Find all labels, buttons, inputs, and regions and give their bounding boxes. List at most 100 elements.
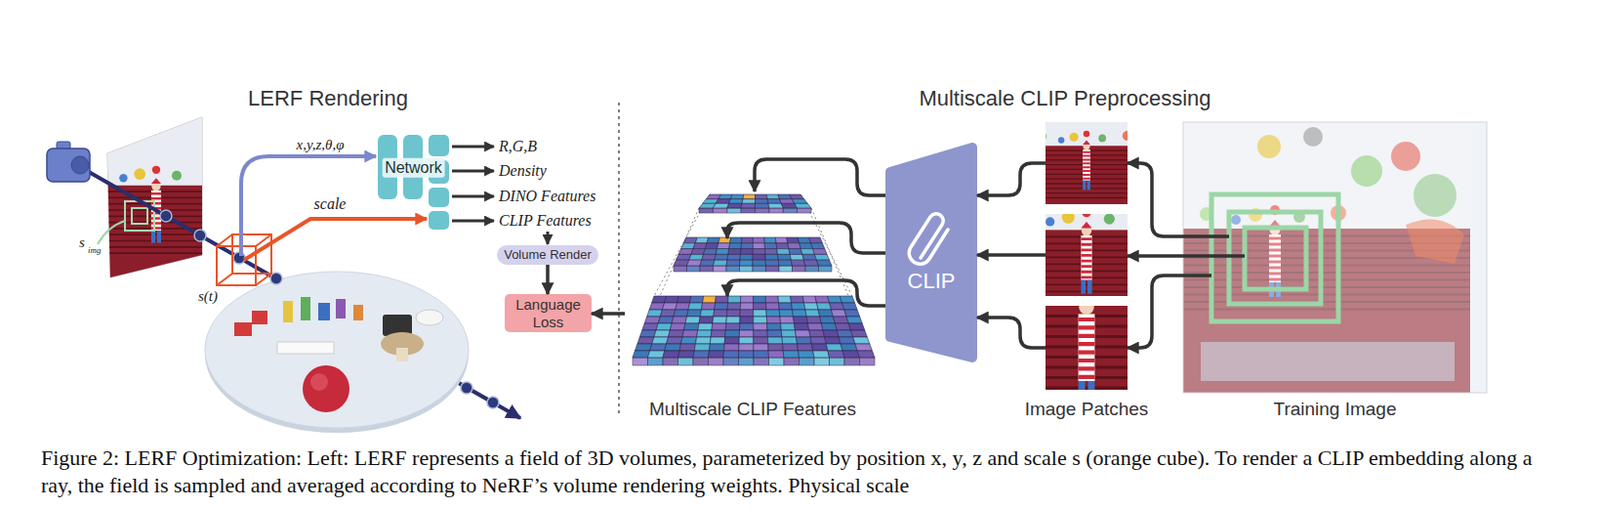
illustration (1183, 122, 1487, 393)
feature-grid (824, 336, 842, 344)
feature-grid (718, 194, 733, 200)
feature-grid (742, 194, 756, 200)
feature-grid (647, 309, 663, 317)
volume-render-pill: Volume Render (496, 245, 599, 265)
feature-grid (715, 199, 731, 205)
feature-grid (723, 350, 739, 358)
feature-grid (752, 253, 766, 260)
illustration (353, 304, 364, 321)
illustration (1211, 194, 1339, 322)
feature-grid (782, 350, 799, 358)
feature-grid (829, 357, 846, 366)
illustration (617, 102, 620, 413)
illustration (318, 302, 330, 321)
feature-grid (688, 302, 703, 310)
feature-grid (684, 323, 700, 330)
feature-grid (753, 295, 767, 303)
feature-grid (780, 323, 796, 330)
feature-grid (791, 199, 808, 205)
feature-grid (765, 253, 779, 260)
feature-grid (652, 336, 669, 344)
feature-grid (753, 357, 770, 366)
feature-grid (805, 265, 820, 272)
feature-grid (787, 243, 801, 249)
feature-grid (694, 343, 710, 351)
feature-grid (817, 302, 832, 310)
illustration (1413, 173, 1457, 217)
feature-grid (753, 343, 769, 351)
label-text: s (79, 234, 85, 251)
feature-grid (753, 316, 768, 324)
illustration (1183, 122, 1487, 393)
feature-grid (820, 316, 836, 324)
illustration (1303, 126, 1323, 147)
feature-grid (779, 316, 795, 324)
illustration (46, 148, 90, 182)
feature-grid (820, 323, 837, 330)
feature-grid (767, 199, 781, 205)
feature-grid (695, 336, 711, 344)
feature-grid (752, 248, 766, 255)
feature-grid (697, 329, 712, 337)
feature-grid (675, 302, 691, 310)
feature-grid (752, 243, 765, 249)
node-text: Language Loss (504, 295, 592, 330)
flow-arrow (754, 159, 886, 196)
feature-grid (842, 350, 860, 358)
feature-grid (697, 323, 713, 330)
feature-grid (842, 302, 859, 310)
feature-grid (730, 194, 744, 200)
feature-grid (809, 329, 825, 337)
feature-grid (698, 316, 714, 324)
feature-grid (794, 203, 812, 208)
label-text: LERF Rendering (247, 85, 409, 112)
feature-grid (811, 343, 828, 351)
flow-arrow (977, 317, 1046, 348)
feature-grid (851, 329, 868, 337)
feature-grid (725, 323, 740, 330)
feature-grid (780, 329, 796, 337)
flow-arrow (591, 311, 625, 316)
feature-grid (805, 309, 821, 317)
feature-grid (701, 253, 716, 260)
clip-encoder: CLIP (885, 142, 978, 363)
feature-grid (815, 253, 830, 260)
illustration (451, 169, 494, 173)
flow-arrow (977, 163, 1046, 196)
feature-grid (673, 265, 688, 272)
clip-trapezoid (885, 142, 978, 363)
feature-grid (714, 253, 729, 260)
feature-grid (819, 265, 833, 272)
feature-grid (727, 207, 741, 213)
illustration (1200, 341, 1455, 381)
feature-grid (715, 295, 730, 303)
feature-grid (766, 265, 780, 272)
feature-grid (765, 248, 779, 255)
feature-grid (855, 343, 872, 351)
illustration (1045, 305, 1128, 390)
feature-grid (712, 207, 727, 213)
feature-grid (779, 302, 793, 310)
feature-grid (668, 329, 685, 337)
feature-grid (815, 295, 830, 303)
feature-grid (778, 295, 792, 303)
feature-grid (739, 253, 753, 260)
feature-grid (690, 295, 704, 303)
feature-grid (711, 323, 727, 330)
illustration (487, 396, 499, 409)
network-block: Network (377, 134, 450, 230)
feature-grid (775, 237, 788, 244)
feature-grid (687, 259, 702, 266)
label-text: DINO Features (498, 187, 596, 206)
feature-grid (738, 336, 754, 344)
feature-grid (810, 336, 826, 344)
feature-grid (779, 309, 793, 317)
illustration (310, 372, 329, 391)
feature-grid (678, 248, 694, 255)
illustration (244, 218, 427, 260)
feature-grid (809, 237, 823, 244)
feature-grid (727, 302, 741, 310)
feature-grid (704, 243, 719, 249)
feature-grid (681, 336, 698, 344)
feature-grid (689, 253, 704, 260)
